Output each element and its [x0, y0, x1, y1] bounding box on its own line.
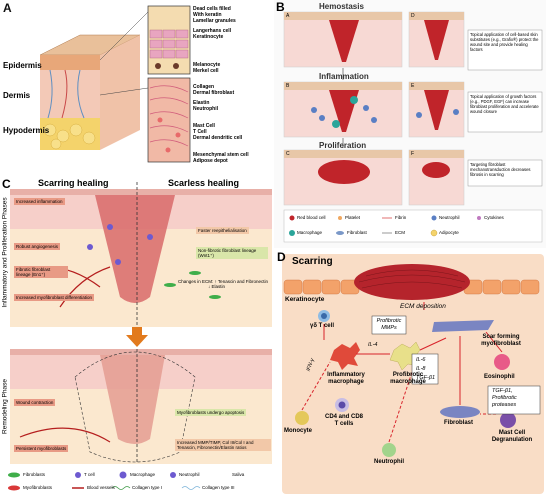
- legend-macrophage-c: Macrophage: [130, 472, 155, 477]
- sub-letter-a: A: [286, 13, 289, 19]
- epidermis-cell-labels: Dead cells filled With keratin Lamellar …: [193, 6, 271, 40]
- box-wound-contraction: Wound contraction: [14, 399, 55, 406]
- box-mmp-timp-ratios: Increased MMP/TIMP, Col III/Col I and Te…: [175, 439, 271, 451]
- gamma-delta-label: γδ T cell: [310, 323, 334, 329]
- sub-letter-c: C: [286, 151, 290, 157]
- legend-collagen-3: Collagen type III: [202, 485, 235, 490]
- box-non-fibrotic-lineage: Non-fibrotic fibroblast lineage (Wnt1⁺): [196, 247, 268, 259]
- panel-d-title: Scarring: [292, 256, 333, 267]
- profibrotic-macrophage-label: Profibrotic macrophage: [386, 372, 430, 386]
- legend-fibroblasts: Fibroblasts: [23, 472, 45, 477]
- proliferation-tissue: [318, 160, 370, 184]
- box-myofibroblast-differentiation: Increased myofibroblast differentiation: [14, 294, 94, 301]
- phase-inflammation: Inflammation: [319, 72, 369, 81]
- fibroblast-d-label: Fibroblast: [444, 420, 473, 426]
- sub-letter-d: D: [411, 13, 415, 19]
- panel-c-scarring-vs-scarless: C Scarring healing Scarless healing Infl…: [0, 177, 273, 497]
- immune-cell-labels: Mast Cell T Cell Dermal dendritic cell: [193, 123, 242, 141]
- layer-epidermis: Epidermis: [3, 61, 42, 70]
- panel-b-letter: B: [276, 0, 285, 14]
- phase-proliferation: Proliferation: [319, 141, 366, 150]
- legend-fibrin: Fibrin: [395, 215, 406, 220]
- keratinocyte-label: Keratinocyte: [285, 296, 324, 303]
- phase-label-bottom: Remodeling Phase: [2, 375, 9, 439]
- legend-fibroblast: Fibroblast: [347, 230, 367, 235]
- legend-saliva: Saliva: [232, 472, 244, 477]
- dermis-front: [40, 70, 100, 118]
- scarless-healing-title: Scarless healing: [168, 178, 239, 188]
- sub-letter-e: E: [411, 83, 414, 89]
- legend-t-cell: T cell: [84, 472, 95, 477]
- eosinophil-label: Eosinophil: [484, 374, 515, 380]
- mast-cell: [500, 412, 516, 428]
- box-myofibroblast-apoptosis: Myofibroblasts undergo apoptosis: [175, 409, 246, 416]
- eosinophil: [494, 354, 510, 370]
- phase-hemostasis: Hemostasis: [319, 2, 364, 11]
- neutrophil-d: [382, 443, 396, 457]
- keratinocytes: [150, 30, 188, 58]
- panel-a-letter: A: [3, 1, 12, 15]
- panel-b-wound-healing-phases: B Hemostasis Inflammation Proliferation …: [274, 0, 546, 248]
- fibroblast-d: [440, 406, 480, 418]
- box-persistent-myofibroblasts: Persistent myofibroblasts: [14, 445, 68, 452]
- panel-d-letter: D: [277, 250, 286, 264]
- legend-platelet: Platelet: [345, 215, 360, 220]
- note-text-1: Topical application of cell-based skin s…: [470, 32, 540, 52]
- neutrophil-d-label: Neutrophil: [374, 459, 404, 465]
- legend-neutrophil-c: Neutrophil: [179, 472, 200, 477]
- block-side: [100, 35, 140, 150]
- layer-hypodermis: Hypodermis: [3, 126, 49, 135]
- scarring-healing-title: Scarring healing: [38, 178, 109, 188]
- ecm-changes-note: Changes in ECM: ↑ Tenascin and Fibronect…: [178, 279, 268, 289]
- note-text-2: Topical application of growth factors (e…: [470, 94, 540, 114]
- legend-blood-vessels: Blood vessels: [87, 485, 115, 490]
- epidermis-front: [40, 55, 100, 70]
- dermis-cell-labels: Collagen Dermal fibroblast Elastin Neutr…: [193, 84, 234, 112]
- legend-neutrophil: Neutrophil: [439, 215, 460, 220]
- monocyte: [295, 411, 309, 425]
- legend-red-blood-cell: Red blood cell: [297, 215, 326, 220]
- phase-label-top: Inflammatory and Proliferation Phases: [2, 186, 9, 320]
- box-robust-angiogenesis: Robust angiogenesis: [14, 243, 60, 250]
- sub-letter-b: B: [286, 83, 289, 89]
- legend-macrophage: Macrophage: [297, 230, 322, 235]
- legend-myofibroblasts: Myofibroblasts: [23, 485, 52, 490]
- legend-collagen-1: Collagen type I: [132, 485, 162, 490]
- box-increased-inflammation: Increased inflammation: [14, 198, 65, 205]
- monocyte-label: Monocyte: [284, 428, 312, 434]
- ecm-deposition-label: ECM deposition: [400, 303, 446, 310]
- sub-letter-f: F: [411, 151, 414, 157]
- inflammatory-macrophage-label: Inflammatory macrophage: [322, 372, 370, 386]
- note-text-3: Targeting fibroblast mechanotransduction…: [470, 162, 540, 177]
- scar-myofibroblast-label: Scar forming myofibroblast: [470, 334, 532, 348]
- layer-dermis: Dermis: [3, 91, 30, 100]
- il4-label: IL-4: [368, 342, 377, 348]
- tgf-labels: TGF-β1, Profibrotic proteases: [492, 388, 517, 409]
- legend-cytokines: Cytokines: [484, 215, 504, 220]
- box-fibrotic-lineage: Fibrotic fibroblast lineage (En1⁺): [14, 266, 68, 278]
- junction-cell-labels: Melanocyte Merkel cell: [193, 62, 220, 74]
- profibrotic-mmps-label: Profibrotic MMPs: [374, 318, 404, 332]
- legend-adipocyte: Adipocyte: [439, 230, 459, 235]
- remodeling-arrow: [126, 327, 148, 347]
- mast-cell-label: Mast Cell Degranulation: [488, 430, 536, 444]
- panel-a-skin-structure: A Epidermis Dermis Hypodermis Dead cells…: [0, 0, 272, 176]
- panel-d-scarring-mechanism: D Scarring Keratinocyte ECM deposition S…: [274, 250, 546, 497]
- hypodermis-cell-labels: Mesenchymal stem cell Adipose depot: [193, 152, 249, 164]
- legend-ecm: ECM: [395, 230, 405, 235]
- cd48-label: CD4 and CD8 T cells: [324, 414, 364, 428]
- box-faster-reepithelialisation: Faster reepithelialisation: [196, 227, 249, 234]
